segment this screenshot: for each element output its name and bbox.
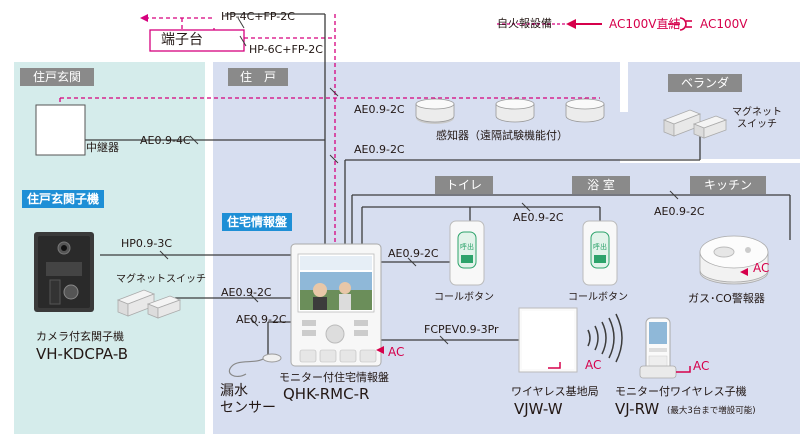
camera-cable: HP0.9-3C xyxy=(121,237,173,250)
terminal-cable-top: HP-4C+FP-2C xyxy=(221,10,295,23)
relay-cable: AE0.9-4C xyxy=(140,134,191,147)
wireless-base-icon xyxy=(518,307,578,373)
handset-ac-mark: AC xyxy=(693,359,710,373)
veranda-switch-label: マグネット スイッチ xyxy=(732,107,782,130)
heat-detector xyxy=(495,98,535,123)
base-name: ワイヤレス基地局 xyxy=(511,385,599,398)
door-station-header: 住戸玄関子機 xyxy=(22,190,105,208)
base-ac-mark: AC xyxy=(585,358,602,372)
zone-header-toilet: トイレ xyxy=(435,176,493,194)
panel-name: モニター付住宅情報盤 xyxy=(279,371,389,384)
leak-sensor-label-1: 漏水 xyxy=(220,383,248,399)
toilet-cable: AE0.9-2C xyxy=(513,211,564,224)
monitor-panel-icon xyxy=(290,243,382,367)
leak-sensor-label-2: センサー xyxy=(220,400,276,416)
ac-plug-icons xyxy=(548,362,691,373)
terminal-cable-bottom: HP-6C+FP-2C xyxy=(249,43,323,56)
heat-detector xyxy=(565,98,605,123)
camera-name: カメラ付玄関子機 xyxy=(36,330,124,343)
entrance-magnet-switch-icon xyxy=(116,289,182,319)
gas-alarm-icon xyxy=(699,235,769,285)
base-cable: FCPEV0.9-3Pr xyxy=(424,323,499,336)
gas-ac-mark: AC xyxy=(753,261,770,275)
legend-plug-icon xyxy=(668,17,692,31)
heat-detectors xyxy=(415,98,605,124)
zone-header-bath: 浴 室 xyxy=(572,176,630,194)
zone-header-entrance: 住戸玄関 xyxy=(20,68,94,86)
gas-alarm-label: ガス･CO警報器 xyxy=(688,292,765,305)
terminal-cable-mark xyxy=(237,17,245,29)
zone-header-dwelling: 住 戸 xyxy=(228,68,288,86)
cable-tick-marks xyxy=(159,87,679,345)
wireless-handset-icon xyxy=(639,317,677,379)
call-button-2-label: コールボタン xyxy=(568,292,628,303)
call-button-1-face: 呼出 xyxy=(460,243,474,251)
detector-cable: AE0.9-2C xyxy=(354,103,405,116)
panel-header: 住宅情報盤 xyxy=(222,213,293,231)
handset-model: VJ-RW xyxy=(615,400,660,418)
terminal-cable-mark xyxy=(239,35,247,47)
call-button-icon xyxy=(582,220,618,286)
zone-gap-h xyxy=(620,159,800,163)
fire-arrow-head xyxy=(140,14,148,22)
zone-header-kitchen: キッチン xyxy=(690,176,766,194)
leak-cable: AE0.9-2C xyxy=(236,313,287,326)
camera-model: VH-KDCPA-B xyxy=(36,345,128,363)
legend-ac-plug: AC100V xyxy=(700,17,748,31)
leak-sensor-icon xyxy=(228,353,282,378)
handset-note: (最大3台まで増設可能) xyxy=(667,406,756,416)
relay-label: 中継器 xyxy=(86,141,119,154)
terminal-block-box xyxy=(149,29,245,52)
legend-fire-alarm: 自火報設備 xyxy=(497,17,552,30)
veranda-magnet-switch-icon xyxy=(662,109,728,139)
legend-ac-direct: AC100V直結 xyxy=(609,17,681,31)
signal-wires xyxy=(85,13,791,355)
zone-gap xyxy=(620,62,628,112)
camera-door-station-icon xyxy=(34,232,94,312)
entrance-magnet-switch-label: マグネットスイッチ xyxy=(116,274,206,285)
call-button-1-label: コールボタン xyxy=(434,292,494,303)
relay-box xyxy=(35,104,86,156)
zone-header-veranda: ベランダ xyxy=(668,74,742,92)
handset-name: モニター付ワイヤレス子機 xyxy=(615,385,747,398)
kitchen-cable: AE0.9-2C xyxy=(654,205,705,218)
terminal-label: 端子台 xyxy=(161,32,203,48)
base-model: VJW-W xyxy=(514,400,563,418)
upper-cable: AE0.9-2C xyxy=(354,143,405,156)
call-button-2-face: 呼出 xyxy=(593,243,607,251)
ac-arrows xyxy=(376,268,748,354)
panel-ac-mark: AC xyxy=(388,345,405,359)
heat-detector xyxy=(415,98,455,124)
panel-model: QHK-RMC-R xyxy=(283,385,370,403)
call-button-icon xyxy=(449,220,485,286)
legend-ac-direct-arrow xyxy=(566,19,576,29)
detector-label: 感知器（遠隔試験機能付） xyxy=(436,129,568,142)
magnet-cable: AE0.9-2C xyxy=(221,286,272,299)
call-cable: AE0.9-2C xyxy=(388,247,439,260)
radio-waves-icon xyxy=(587,313,623,363)
